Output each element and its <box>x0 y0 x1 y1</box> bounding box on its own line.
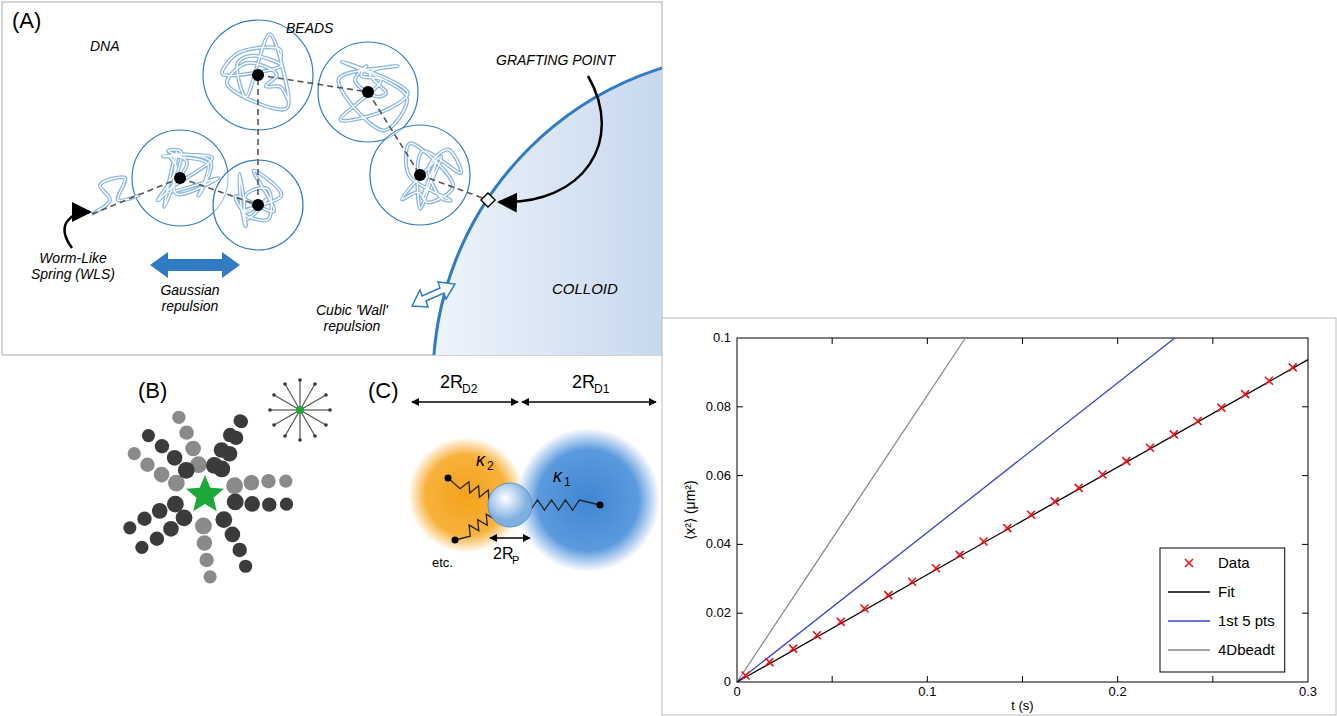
dimension-label: 2R <box>440 372 463 393</box>
particle <box>488 483 532 527</box>
legend-label: Data <box>1218 554 1250 571</box>
tick-label: 0.2 <box>1109 685 1127 700</box>
dimension-subscript: P <box>512 554 519 567</box>
grafting-point <box>481 193 495 207</box>
legend-label: Fit <box>1218 583 1235 600</box>
spring-constant: κ <box>553 466 562 487</box>
tick-label: 0.04 <box>706 537 731 552</box>
region-label: COLLOID <box>552 280 626 297</box>
tick-label: 0.02 <box>706 606 731 621</box>
panel-letter: (C) <box>368 378 399 403</box>
legend-box <box>1160 548 1285 672</box>
tick-label: 0 <box>724 675 731 690</box>
tick-label: 0.3 <box>1299 685 1317 700</box>
spring-subscript: 2 <box>487 460 494 474</box>
legend-label: 4Dbeadt <box>1218 641 1275 658</box>
panel-letter: (A) <box>12 8 41 33</box>
legend-sample <box>1185 559 1193 567</box>
springs <box>445 475 604 544</box>
part-label: Worm-Like Spring (WLS) <box>18 250 128 282</box>
bond-lines <box>92 75 488 214</box>
legend-sample <box>1168 592 1210 593</box>
repulsion-arrow <box>150 252 240 278</box>
dimension-subscript: D2 <box>462 383 477 397</box>
part-label: DNA <box>90 38 120 54</box>
tick-label: 0.1 <box>713 331 731 346</box>
axis-title: ⟨x²⟩ (μm²) <box>682 480 698 539</box>
bead-centres <box>174 69 426 211</box>
legend-label: 1st 5 pts <box>1218 612 1275 629</box>
leader-arrow <box>499 76 602 202</box>
colloid <box>433 53 662 355</box>
tick-label: 0.06 <box>706 468 731 483</box>
colloid-region: COLLOID <box>548 278 630 299</box>
spring-constant: κ <box>476 450 485 471</box>
part-label: BEADS <box>286 20 333 36</box>
dimension-label: 2R <box>493 545 513 563</box>
part-label: GRAFTING POINT <box>496 52 615 68</box>
tick-label: 0.1 <box>918 685 936 700</box>
dimension-arrows <box>412 402 656 538</box>
part-label: Cubic 'Wall' repulsion <box>296 302 408 334</box>
axis-title: t (s) <box>1011 699 1033 714</box>
panel-letter: (B) <box>138 378 167 403</box>
msd-chart <box>737 338 1308 682</box>
note-label: etc. <box>432 556 453 571</box>
legend-sample <box>1168 650 1210 651</box>
tick-label: 0 <box>733 685 740 700</box>
chart-panel <box>662 318 1336 715</box>
leader-arrow <box>65 212 90 248</box>
dimension-label: 2R <box>572 372 595 393</box>
star-polymer <box>123 378 332 583</box>
bead-chain <box>92 20 470 250</box>
wall-arrow <box>412 282 455 307</box>
part-label: Gaussian repulsion <box>140 282 240 314</box>
dimension-subscript: D1 <box>594 383 609 397</box>
spring-subscript: 1 <box>564 476 571 490</box>
legend-sample <box>1168 621 1210 622</box>
tick-label: 0.08 <box>706 399 731 414</box>
